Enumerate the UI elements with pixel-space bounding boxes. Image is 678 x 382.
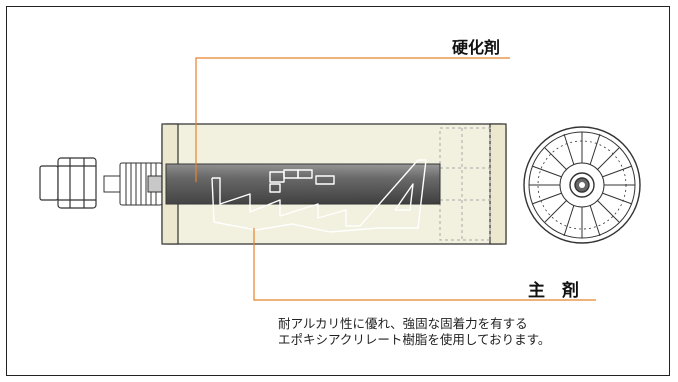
cartridge-end-view-icon xyxy=(523,126,641,244)
main-agent-label: 主 剤 xyxy=(528,281,579,301)
description-line-2: エポキシアクリレート樹脂を使用しております。 xyxy=(278,332,551,347)
leader-lines xyxy=(195,57,596,301)
main-agent-leader xyxy=(253,228,596,301)
threaded-neck-icon xyxy=(103,162,163,206)
hardener-leader xyxy=(195,57,510,182)
description-line-1: 耐アルカリ性に優れ、強固な固着力を有する xyxy=(278,316,528,331)
nozzle-cap-icon xyxy=(39,157,97,209)
hardener-label: 硬化剤 xyxy=(452,38,501,57)
brand-logo-icon xyxy=(211,159,427,233)
